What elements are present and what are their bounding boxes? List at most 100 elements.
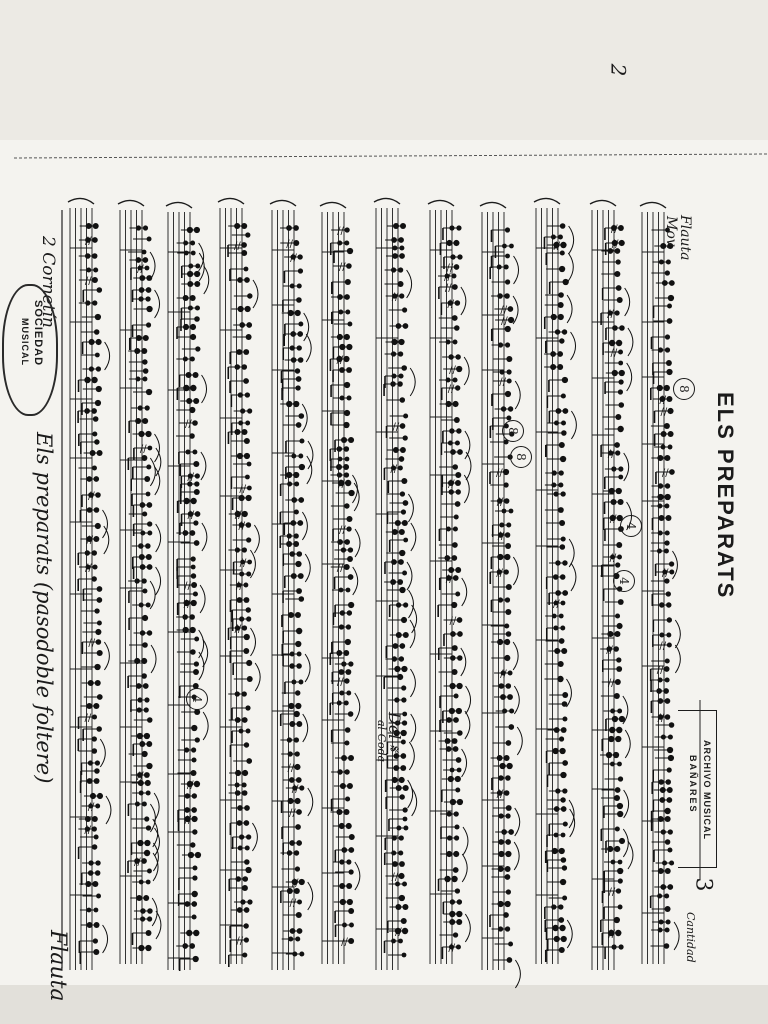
svg-text://: // xyxy=(497,497,504,508)
instrument-header: Flauta xyxy=(677,215,693,261)
svg-text://: // xyxy=(498,531,505,542)
svg-text://: // xyxy=(290,253,297,264)
svg-text://: // xyxy=(187,780,194,791)
svg-text://: // xyxy=(239,484,246,495)
svg-text://: // xyxy=(137,771,144,782)
svg-text://: // xyxy=(88,638,95,649)
svg-text://: // xyxy=(286,239,293,250)
svg-text://: // xyxy=(339,525,346,536)
svg-text://: // xyxy=(337,677,344,688)
piece-subtitle: Els preparats (pasodoble foltere) xyxy=(32,432,56,784)
svg-text://: // xyxy=(236,581,243,592)
svg-text://: // xyxy=(238,521,245,532)
svg-text://: // xyxy=(395,927,402,938)
svg-text://: // xyxy=(496,468,503,479)
svg-text://: // xyxy=(450,616,457,627)
svg-text://: // xyxy=(287,763,294,774)
instrument-label: Flauta xyxy=(45,930,70,1002)
svg-text://: // xyxy=(137,264,144,275)
svg-text://: // xyxy=(607,309,614,320)
svg-text://: // xyxy=(448,384,455,395)
svg-text://: // xyxy=(446,574,453,585)
svg-text://: // xyxy=(140,444,147,455)
svg-text://: // xyxy=(85,276,92,287)
svg-text://: // xyxy=(608,678,615,689)
svg-text://: // xyxy=(188,510,195,521)
svg-text://: // xyxy=(610,553,617,564)
svg-text://: // xyxy=(445,283,452,294)
dal-segno-note: al Coda xyxy=(375,720,388,763)
tempo-mark: Mov. xyxy=(663,216,679,250)
svg-text://: // xyxy=(390,464,397,475)
rehearsal-mark: 8 xyxy=(510,446,532,468)
svg-text://: // xyxy=(338,479,345,490)
svg-text://: // xyxy=(185,815,192,826)
svg-text://: // xyxy=(337,226,344,237)
svg-text://: // xyxy=(185,419,192,430)
svg-text://: // xyxy=(608,929,615,940)
svg-text://: // xyxy=(500,669,507,680)
svg-text://: // xyxy=(86,535,93,546)
svg-text://: // xyxy=(444,272,451,283)
svg-text://: // xyxy=(84,825,91,836)
svg-text://: // xyxy=(449,365,456,376)
society-seal-line2: MUSICAL xyxy=(20,318,30,366)
svg-text://: // xyxy=(448,943,455,954)
svg-text://: // xyxy=(499,377,506,388)
svg-text://: // xyxy=(610,514,617,525)
archive-stamp xyxy=(678,710,717,868)
svg-text://: // xyxy=(662,468,669,479)
svg-text://: // xyxy=(606,645,613,656)
svg-text://: // xyxy=(611,348,618,359)
part-count: 3 xyxy=(690,877,716,892)
svg-text://: // xyxy=(497,789,504,800)
svg-text://: // xyxy=(553,599,560,610)
svg-text://: // xyxy=(240,558,247,569)
svg-text://: // xyxy=(235,624,242,635)
svg-text://: // xyxy=(659,641,666,652)
svg-text://: // xyxy=(611,224,618,235)
svg-text://: // xyxy=(608,449,615,460)
svg-text://: // xyxy=(612,239,619,250)
svg-text://: // xyxy=(292,878,299,889)
rehearsal-mark: 4 xyxy=(620,515,642,537)
svg-text://: // xyxy=(336,355,343,366)
rehearsal-mark: 8 xyxy=(673,378,695,400)
svg-text://: // xyxy=(659,395,666,406)
svg-text://: // xyxy=(292,784,299,795)
page-number: 2 xyxy=(606,63,631,77)
svg-text://: // xyxy=(184,581,191,592)
svg-text://: // xyxy=(448,479,455,490)
svg-text://: // xyxy=(134,857,141,868)
svg-text://: // xyxy=(447,263,454,274)
svg-text://: // xyxy=(662,568,669,579)
rehearsal-mark: 4 xyxy=(186,688,208,710)
svg-text://: // xyxy=(88,802,95,813)
svg-text://: // xyxy=(657,713,664,724)
svg-text://: // xyxy=(501,316,508,327)
archive-stamp-line1: ARCHIVO MUSICAL xyxy=(702,740,712,840)
rehearsal-mark: 4 xyxy=(613,570,635,592)
svg-text://: // xyxy=(496,568,503,579)
svg-text://: // xyxy=(500,305,507,316)
svg-text://: // xyxy=(392,292,399,303)
piece-title: ELS PREPARATS xyxy=(713,392,738,600)
svg-text://: // xyxy=(392,872,399,883)
svg-text://: // xyxy=(290,898,297,909)
svg-text://: // xyxy=(235,510,242,521)
svg-text://: // xyxy=(187,472,194,483)
quantity-label: Cantidad xyxy=(684,912,697,963)
svg-text://: // xyxy=(85,713,92,724)
svg-text://: // xyxy=(337,563,344,574)
svg-text://: // xyxy=(339,262,346,273)
svg-text://: // xyxy=(85,563,92,574)
svg-text://: // xyxy=(236,936,243,947)
svg-text://: // xyxy=(85,236,92,247)
svg-text://: // xyxy=(184,599,191,610)
archive-stamp-line2: BAÑARES xyxy=(688,755,698,814)
svg-text://: // xyxy=(289,808,296,819)
society-seal xyxy=(2,284,58,416)
svg-text://: // xyxy=(341,937,348,948)
